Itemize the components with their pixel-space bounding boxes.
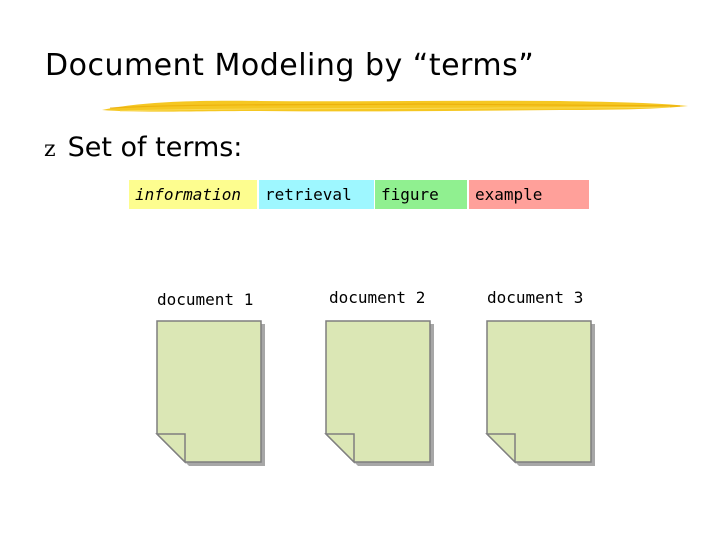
term-information: information xyxy=(129,180,257,209)
term-example: example xyxy=(469,180,589,209)
term-label: information xyxy=(135,185,241,204)
term-label: figure xyxy=(381,185,439,204)
document-1-icon xyxy=(155,320,265,466)
term-figure: figure xyxy=(375,180,467,209)
document-3-label: document 3 xyxy=(487,288,584,307)
bullet-z-icon: z xyxy=(44,137,56,162)
bullet-item: z Set of terms: xyxy=(44,132,242,163)
document-1-label: document 1 xyxy=(157,290,254,309)
term-label: retrieval xyxy=(265,185,352,204)
document-2-label: document 2 xyxy=(329,288,426,307)
document-page xyxy=(156,320,262,463)
bullet-text: Set of terms: xyxy=(67,132,243,163)
document-2-icon xyxy=(324,320,434,466)
document-fold xyxy=(324,433,355,464)
term-label: example xyxy=(475,185,543,204)
term-retrieval: retrieval xyxy=(259,180,374,209)
slide-title: Document Modeling by “terms” xyxy=(45,48,535,83)
document-3-icon xyxy=(485,320,595,466)
document-page xyxy=(325,320,431,463)
document-page xyxy=(486,320,592,463)
document-fold xyxy=(485,433,516,464)
title-underline-stroke xyxy=(102,100,688,112)
document-fold xyxy=(155,433,186,464)
